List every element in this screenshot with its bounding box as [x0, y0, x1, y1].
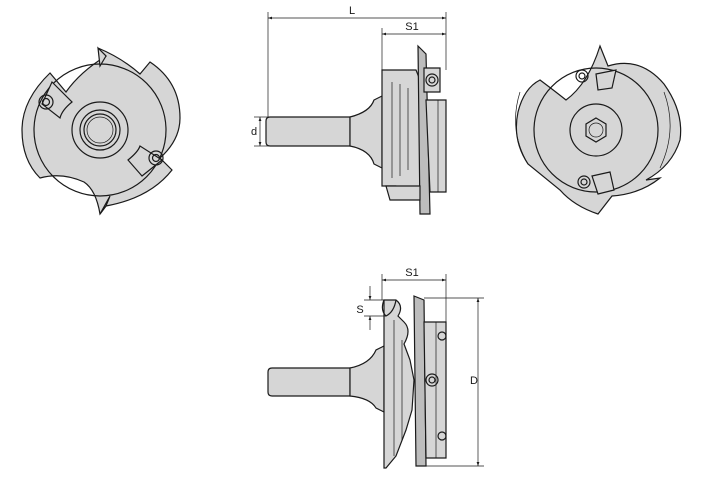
left-end-view: [21, 46, 181, 216]
label-S1-top: S1: [405, 21, 418, 33]
label-S: S: [356, 304, 363, 316]
dimension-D: D: [424, 297, 484, 467]
dimension-d: d: [251, 116, 270, 147]
label-d: d: [251, 126, 257, 138]
dimension-L: L: [267, 5, 447, 118]
label-D: D: [470, 375, 478, 387]
right-end-view: [515, 44, 682, 215]
label-L: L: [349, 5, 355, 17]
label-S1-bottom: S1: [405, 267, 418, 279]
dimension-S: S: [356, 286, 386, 330]
top-side-view: [265, 44, 447, 215]
dimension-S1-top: S1: [381, 21, 446, 70]
bottom-side-view: [267, 295, 447, 469]
